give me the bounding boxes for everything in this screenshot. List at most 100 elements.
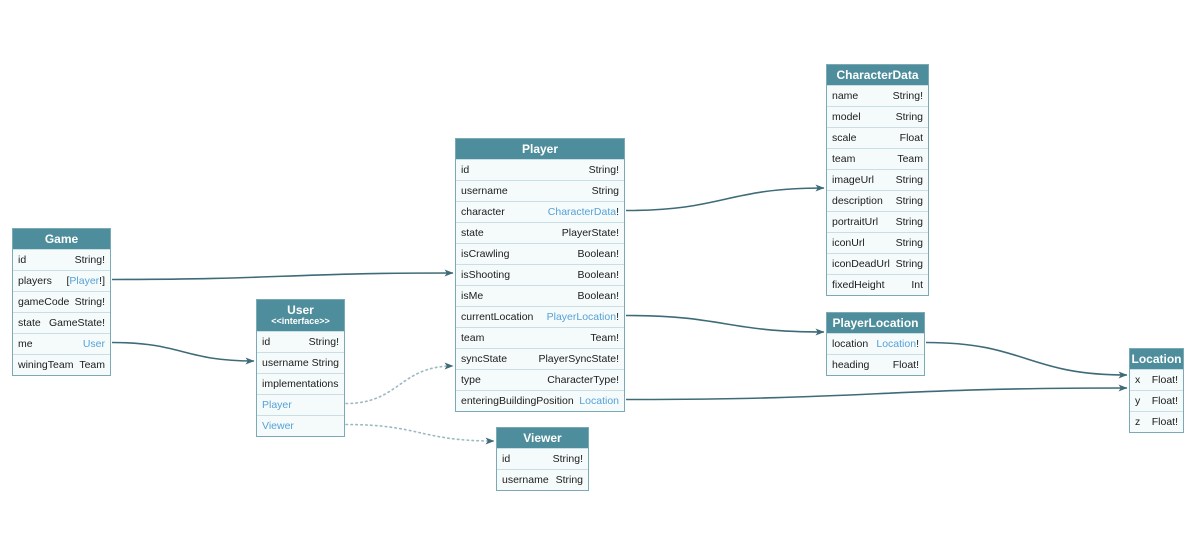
field-type: String!	[74, 254, 105, 266]
table-header[interactable]: Player	[456, 139, 624, 159]
table-header[interactable]: User<<interface>>	[257, 300, 344, 331]
field-type: Boolean!	[577, 290, 619, 302]
field-name: portraitUrl	[832, 216, 879, 228]
field-row[interactable]: imageUrl String	[827, 169, 928, 190]
table-title: Location	[1131, 351, 1182, 366]
table-header[interactable]: Game	[13, 229, 110, 249]
field-type: PlayerState!	[561, 227, 619, 239]
field-name: imageUrl	[832, 174, 875, 186]
field-name: id	[262, 336, 271, 348]
field-row[interactable]: players[Player!]	[13, 270, 110, 291]
type-link[interactable]: PlayerLocation	[546, 311, 617, 323]
table-title: CharacterData	[836, 67, 919, 82]
field-name: currentLocation	[461, 311, 534, 323]
type-suffix: !	[616, 311, 619, 323]
field-name: scale	[832, 132, 857, 144]
field-name: model	[832, 111, 861, 123]
table-header[interactable]: PlayerLocation	[827, 313, 924, 333]
edge-game-players-to-player	[111, 269, 454, 281]
edge-player-character-to-characterdata	[625, 184, 825, 212]
field-name: syncState	[461, 353, 508, 365]
field-type: String!	[552, 453, 583, 465]
field-type: String	[895, 174, 923, 186]
type-prefix: [	[66, 275, 70, 287]
field-row[interactable]: heading Float!	[827, 354, 924, 375]
field-name: me	[18, 338, 33, 350]
field-type: Team	[79, 359, 105, 371]
type-link[interactable]: Player	[69, 275, 100, 287]
field-row[interactable]: model String	[827, 106, 928, 127]
field-type: String	[895, 237, 923, 249]
field-row[interactable]: currentLocation PlayerLocation!	[456, 306, 624, 327]
field-row[interactable]: iconUrl String	[827, 232, 928, 253]
type-link[interactable]: User	[82, 338, 105, 350]
field-type: PlayerSyncState!	[538, 353, 619, 365]
field-name: iconUrl	[832, 237, 865, 249]
field-name: state	[18, 317, 41, 329]
implementation-row[interactable]: Player	[257, 394, 344, 415]
type-link[interactable]: Location	[579, 395, 619, 407]
edge-player-enteringbuildingposition-to-location	[625, 384, 1128, 401]
field-name: gameCode	[18, 296, 70, 308]
field-name: username	[461, 185, 508, 197]
field-type: CharacterType!	[547, 374, 619, 386]
field-type: Boolean!	[577, 269, 619, 281]
field-name: fixedHeight	[832, 279, 885, 291]
field-row[interactable]: syncState PlayerSyncState!	[456, 348, 624, 369]
table-title: Viewer	[523, 430, 562, 445]
field-row[interactable]: me User	[13, 333, 110, 354]
implementations-section[interactable]: implementations	[257, 373, 344, 394]
table-header[interactable]: CharacterData	[827, 65, 928, 85]
implementation-row[interactable]: Viewer	[257, 415, 344, 436]
implementation-link[interactable]: Viewer	[262, 420, 294, 432]
table-header[interactable]: Viewer	[497, 428, 588, 448]
field-name: heading	[832, 359, 870, 371]
field-name: x	[1135, 374, 1141, 386]
field-name: isMe	[461, 290, 484, 302]
type-link[interactable]: Location	[876, 338, 917, 350]
table-subtitle: <<interface>>	[271, 316, 330, 327]
implementation-link[interactable]: Player	[262, 399, 292, 411]
field-type: [Player!]	[66, 275, 105, 287]
type-link[interactable]: CharacterData	[547, 206, 617, 218]
field-type: String!	[588, 164, 619, 176]
field-type: Boolean!	[577, 248, 619, 260]
table-header[interactable]: Location	[1130, 349, 1183, 369]
field-row[interactable]: isMe Boolean!	[456, 285, 624, 306]
field-type: String	[895, 111, 923, 123]
field-name: username	[262, 357, 309, 369]
field-type: Float!	[892, 359, 919, 371]
table-title: PlayerLocation	[832, 315, 919, 330]
